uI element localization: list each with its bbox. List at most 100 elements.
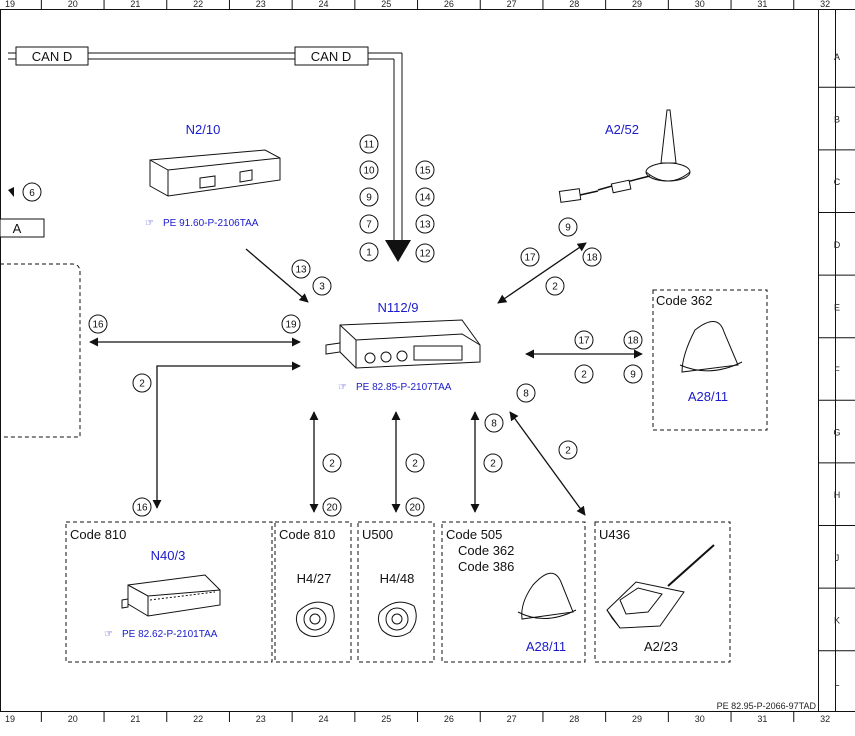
grid-column-label: 24 [318,714,328,724]
marker-number: 18 [627,336,639,347]
grid-column-label: 30 [695,714,705,724]
grid-row-label: J [835,553,840,563]
marker-circle [415,187,435,207]
h4-48-box [357,521,435,663]
document-reference: PE 82.95-P-2066-97TAD [717,701,817,711]
n40-3-ref[interactable]: PE 82.62-P-2101TAA [122,629,218,640]
a2-23-label: A2/23 [644,639,678,654]
n112-9-ref-icon: ☞ [338,382,347,393]
marker-number: 11 [364,140,375,151]
marker-number: 9 [565,223,571,234]
a28-11-low-code1: Code 505 [446,527,502,542]
a2-52-component: A2/52 [558,109,691,203]
marker-number: 13 [295,265,307,276]
grid-row-label: G [833,428,840,438]
h4-48-code: U500 [362,527,393,542]
marker-circle [574,364,594,384]
marker-circle [281,314,301,334]
grid-column-label: 32 [820,714,830,724]
n2-10-ref[interactable]: PE 91.60-P-2106TAA [163,218,259,229]
marker-circle [415,214,435,234]
a28-11-right-box [652,289,768,431]
grid-column-label: 24 [318,0,328,9]
marker-circle [322,453,342,473]
grid-column-label: 23 [256,0,266,9]
grid-column-label: 19 [5,714,15,724]
can-d-right-label: CAN D [311,49,351,64]
marker-number: 8 [491,419,497,430]
n40-3-ref-icon: ☞ [104,629,113,640]
marker-number: 9 [630,370,636,381]
marker-circle [520,247,540,267]
a28-11-right-label: A28/11 [688,389,728,404]
telephone-antenna-icon [606,544,715,629]
h4-48-component: U500 H4/48 [357,521,435,663]
grid-column-label: 29 [632,714,642,724]
marker-circle [582,247,602,267]
can-d-left-box [15,46,89,66]
a2-23-box [594,521,731,663]
grid-column-label: 31 [757,714,767,724]
a2-23-code: U436 [599,527,630,542]
marker-number: 13 [419,220,431,231]
marker-number: 9 [366,193,372,204]
a28-11-right-code: Code 362 [656,293,712,308]
speaker-icon [377,601,417,637]
grid-column-label: 19 [5,0,15,9]
a28-11-low-label: A28/11 [526,639,566,654]
marker-number: 20 [409,503,421,514]
grid-column-label: 21 [130,714,140,724]
marker-circle [574,330,594,350]
marker-number: 18 [586,253,598,264]
marker-circle [359,160,379,180]
partial-left-box [0,218,45,238]
connections [89,242,643,516]
speaker-icon [295,601,335,637]
h4-48-label: H4/48 [380,571,415,586]
grid-column-label: 25 [381,0,391,9]
grid-column-label: 20 [68,714,78,724]
marker-circle [88,314,108,334]
h4-27-component: Code 810 H4/27 [274,521,352,663]
can-bus: CAN D CAN D [8,46,411,262]
marker-number: 17 [524,253,536,264]
marker-number: 2 [329,459,335,470]
n2-10-component: N2/10 ☞ PE 91.60-P-2106TAA [145,122,281,229]
marker-number: 20 [326,503,338,514]
marker-circle [322,497,342,517]
marker-circle [623,364,643,384]
partial-left-box-label: A [13,221,22,236]
grid-column-label: 27 [507,0,517,9]
a28-11-low-code2: Code 362 [458,543,514,558]
grid-column-label: 30 [695,0,705,9]
grid-row-label: E [834,302,840,312]
marker-number: 19 [285,320,297,331]
marker-6: 6 [29,188,35,199]
grid-column-label: 27 [507,714,517,724]
grid-row-label: L [834,678,839,688]
marker-circle [623,330,643,350]
grid-column-label: 28 [569,0,579,9]
can-bus-arrowhead [385,240,411,262]
can-d-left-label: CAN D [32,49,72,64]
a28-11-low-code3: Code 386 [458,559,514,574]
n112-9-ref[interactable]: PE 82.85-P-2107TAA [356,382,452,393]
grid-column-label: 25 [381,714,391,724]
marker-number: 2 [565,446,571,457]
marker-number: 1 [366,248,372,259]
a2-23-component: U436 A2/23 [594,521,731,663]
marker-number: 2 [490,459,496,470]
marker-number: 2 [412,459,418,470]
marker-circle [359,134,379,154]
marker-number: 12 [419,249,431,260]
n40-3-module-icon [121,574,221,617]
marker-circle [312,276,332,296]
grid-column-label: 20 [68,0,78,9]
h4-27-code: Code 810 [279,527,335,542]
